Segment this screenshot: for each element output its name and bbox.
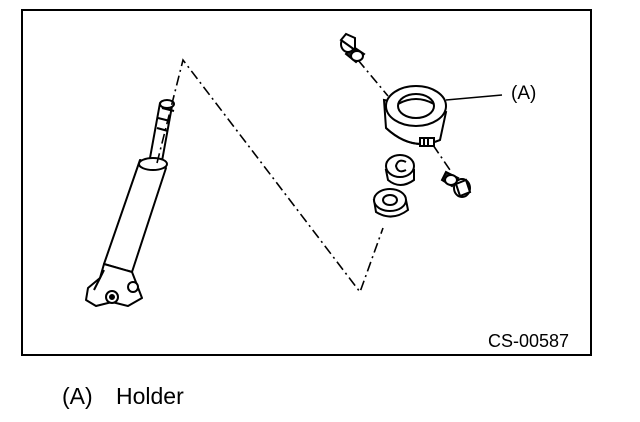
bushing-lower bbox=[372, 188, 410, 218]
callout-label-a: (A) bbox=[511, 83, 536, 104]
legend-text: Holder bbox=[116, 383, 184, 409]
figure-frame bbox=[21, 9, 592, 356]
bolt-upper bbox=[339, 32, 366, 64]
bushing-upper bbox=[384, 154, 415, 186]
holder bbox=[382, 85, 448, 147]
callout-leader bbox=[445, 94, 503, 101]
figure-code: CS-00587 bbox=[488, 331, 569, 351]
legend: (A) Holder bbox=[62, 383, 184, 410]
assembly-path bbox=[156, 58, 451, 294]
bolt-lower bbox=[440, 170, 472, 198]
legend-key: (A) bbox=[62, 383, 93, 409]
stay-cylinder bbox=[85, 99, 175, 307]
